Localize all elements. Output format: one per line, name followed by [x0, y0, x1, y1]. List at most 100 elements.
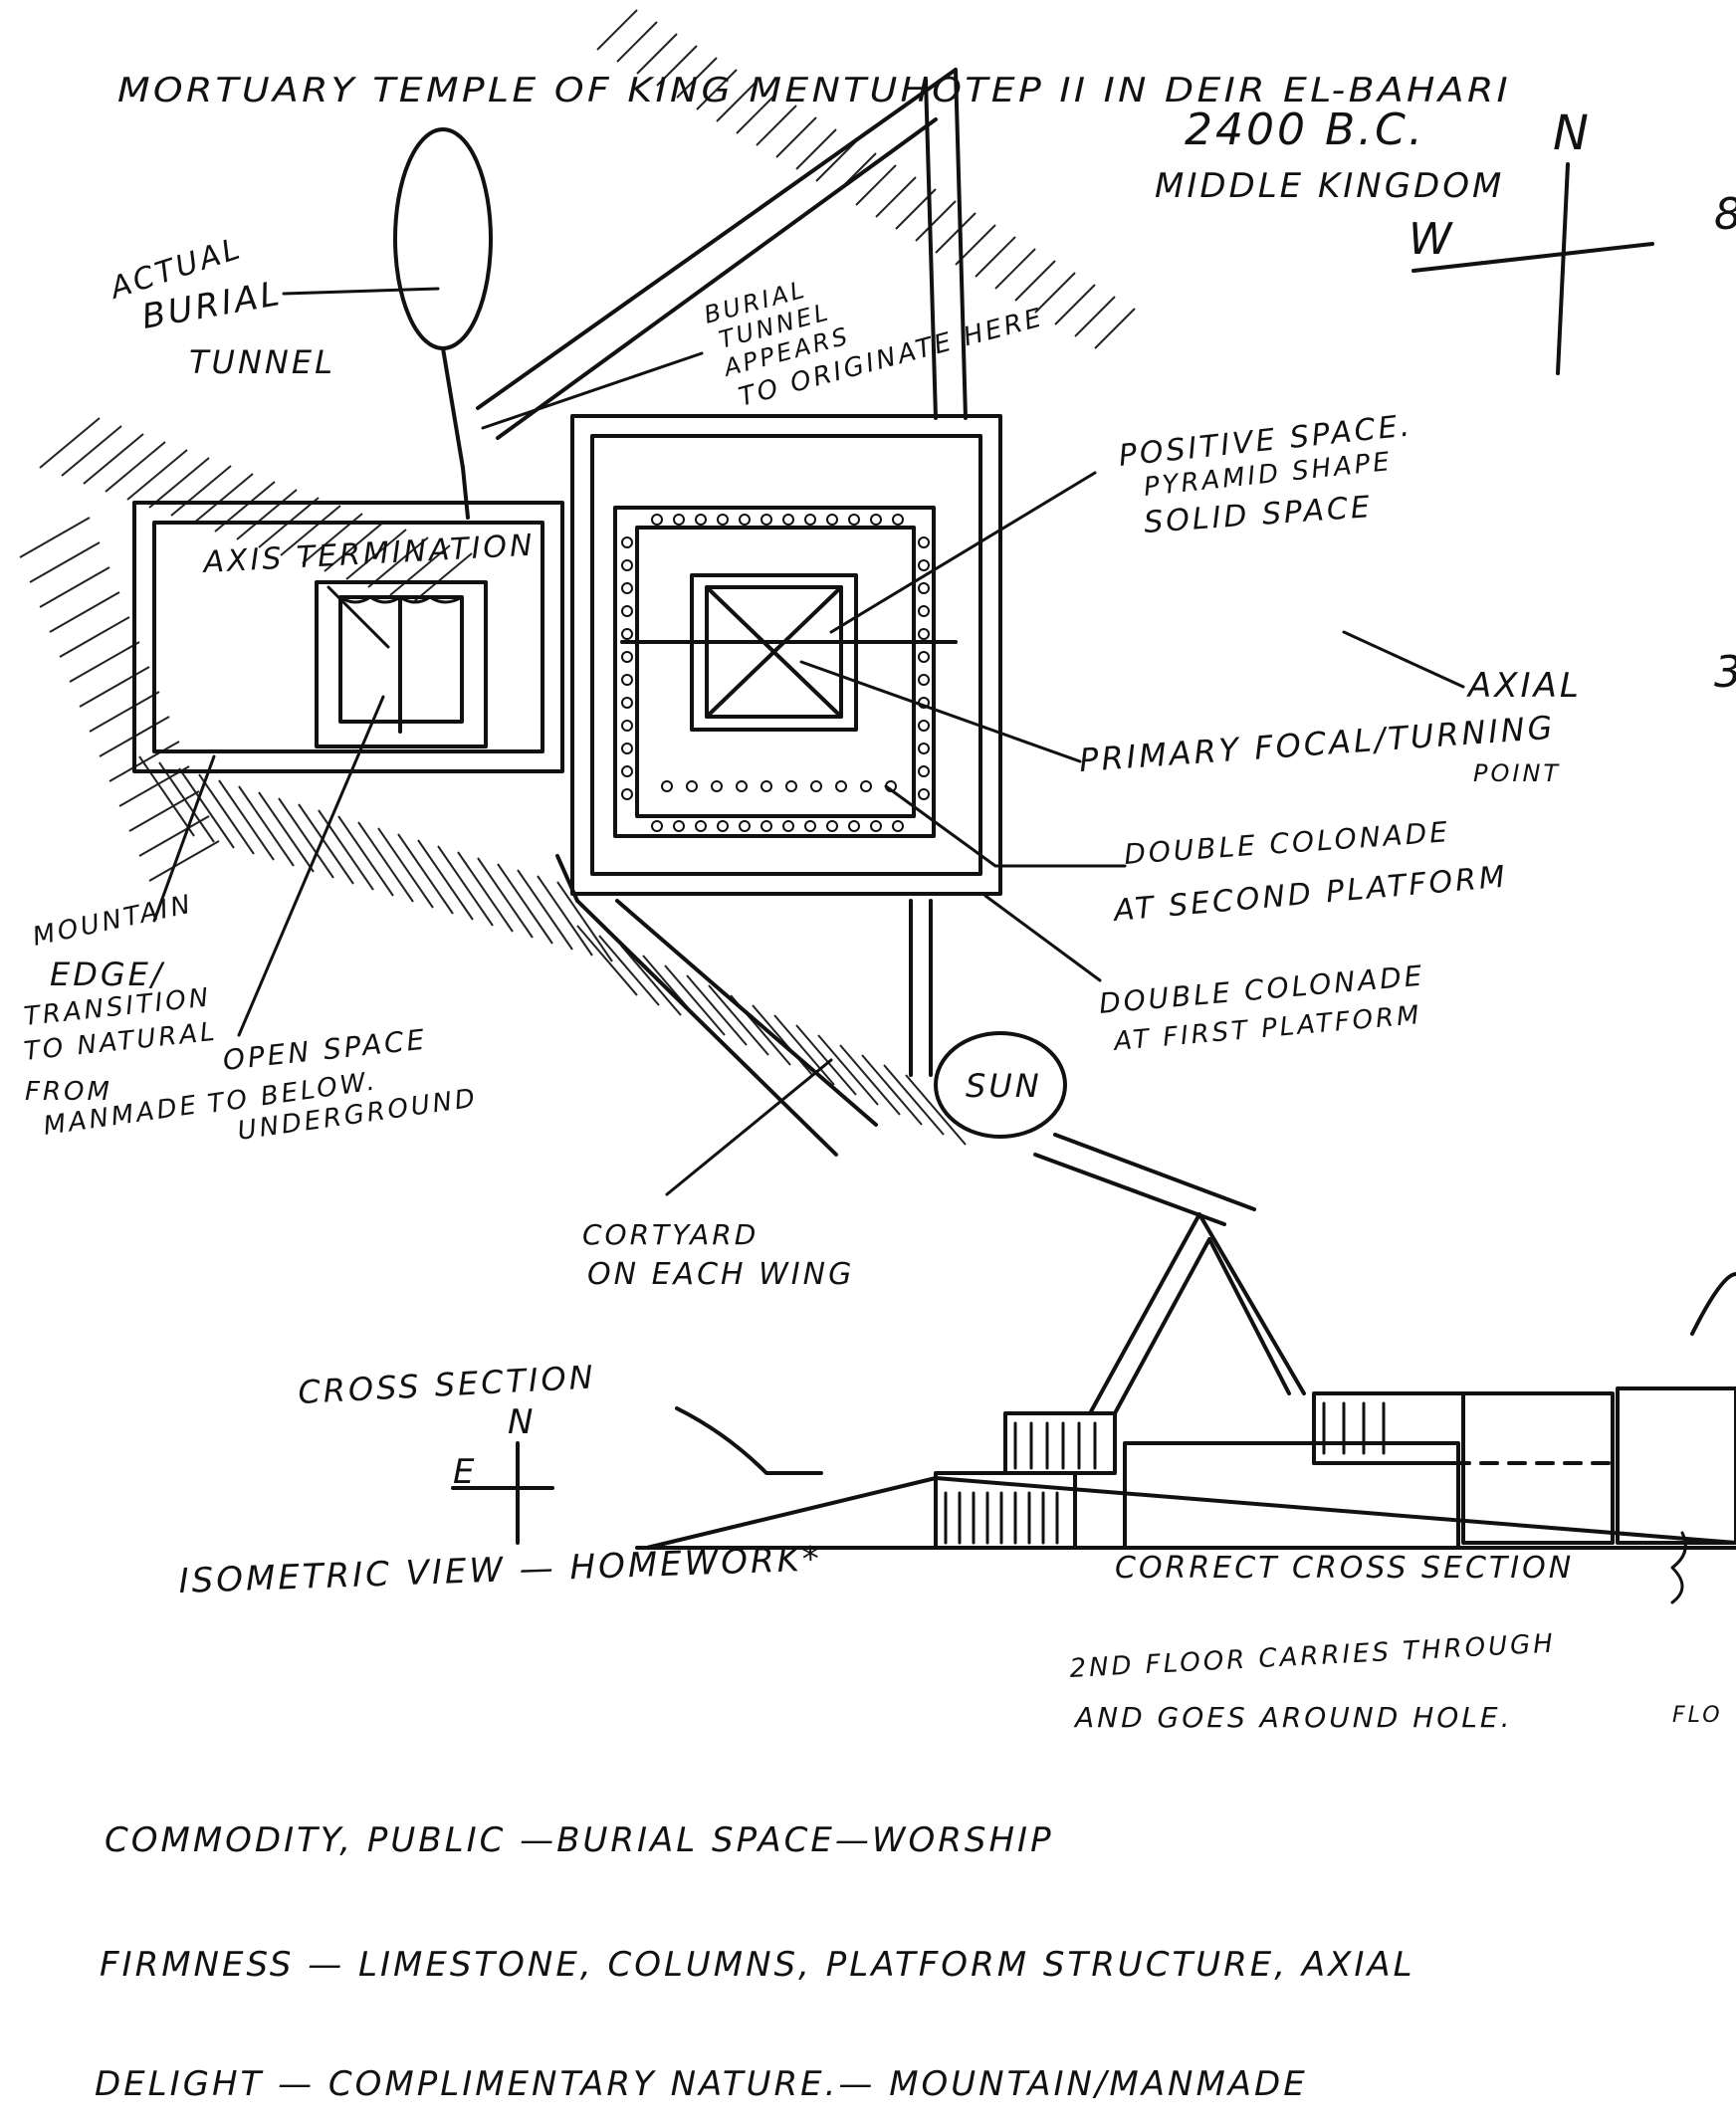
column-dot: [918, 788, 930, 800]
hatch-stroke: [324, 521, 385, 572]
compass-letters: N W N E: [453, 106, 1592, 1492]
column-dot: [621, 720, 633, 732]
hatch-stroke: [517, 869, 573, 951]
column-dot: [826, 820, 838, 832]
compass-main-north: N: [1553, 106, 1592, 161]
label-dc2-2: AT SECOND PLATFORM: [1111, 860, 1509, 930]
hatch-stroke: [238, 785, 295, 867]
hatch-stroke: [367, 536, 429, 588]
column-dot: [918, 743, 930, 754]
title-date: 2400 B.C.: [1185, 105, 1425, 155]
compass-small-north: N: [508, 1402, 536, 1442]
hatch-stroke: [105, 441, 166, 493]
hatch-stroke: [686, 974, 748, 1046]
label-cy-1: CORTYARD: [582, 1218, 759, 1251]
hatch-stroke: [861, 1054, 923, 1126]
column-dot: [621, 765, 633, 777]
column-dot: [848, 820, 860, 832]
hatch-stroke: [775, 116, 817, 158]
hatch-stroke: [975, 236, 1016, 278]
hatch-stroke: [61, 425, 122, 477]
column-dot: [918, 674, 930, 686]
hatch-stroke: [148, 457, 210, 509]
column-dot: [870, 514, 882, 526]
column-dot: [918, 536, 930, 548]
title-kingdom: MIDDLE KINGDOM: [1155, 166, 1504, 206]
mountain-hatching: [19, 9, 1136, 1146]
hatch-stroke: [397, 833, 454, 915]
cross-section-leader: [675, 1406, 823, 1475]
label-me-2: EDGE/: [50, 956, 165, 993]
hatch-stroke: [19, 517, 91, 558]
hatch-stroke: [537, 875, 593, 957]
label-correct-cross-section: CORRECT CROSS SECTION: [1115, 1551, 1574, 1586]
label-tunnel: TUNNEL: [189, 343, 335, 381]
hatch-stroke: [915, 200, 957, 242]
column-dot: [739, 514, 751, 526]
column-dot: [673, 820, 685, 832]
compass-main: [1411, 162, 1654, 375]
column-dot: [621, 697, 633, 709]
rear-hall: [132, 501, 564, 773]
column-dot: [695, 514, 707, 526]
column-dot: [686, 780, 698, 792]
label-primary-focal: PRIMARY FOCAL/TURNING POINT: [1078, 709, 1558, 787]
label-double-colonnade-first: DOUBLE COLONADE AT FIRST PLATFORM: [1098, 958, 1426, 1057]
hatch-stroke: [815, 140, 857, 182]
column-dot: [918, 605, 930, 617]
label-courtyard: CORTYARD ON EACH WING: [582, 1218, 854, 1292]
causeway: [555, 854, 933, 1157]
column-dot: [870, 820, 882, 832]
hatch-stroke: [178, 767, 235, 849]
hatch-stroke: [278, 797, 334, 879]
hatch-stroke: [616, 21, 658, 63]
hatch-stroke: [497, 863, 553, 945]
column-dot: [739, 820, 751, 832]
column-dot: [810, 780, 822, 792]
column-dot: [760, 514, 772, 526]
note-commodity: COMMODITY, PUBLIC —BURIAL SPACE—WORSHIP: [105, 1820, 1054, 1860]
hatch-stroke: [935, 212, 976, 254]
column-dot: [848, 514, 860, 526]
column-dot: [804, 514, 816, 526]
compass-main-west: W: [1409, 214, 1455, 265]
margin-mark-2: 3: [1714, 647, 1736, 698]
column-dot: [760, 820, 772, 832]
margin-mark-1: 8: [1714, 189, 1736, 240]
column-dot: [804, 820, 816, 832]
label-cy-2: ON EACH WING: [587, 1257, 854, 1292]
hatch-stroke: [417, 839, 474, 921]
label-burial-tunnel-origin: BURIAL TUNNEL APPEARS TO ORIGINATE HERE: [701, 275, 1047, 412]
hatch-stroke: [389, 544, 451, 596]
hatch-stroke: [1094, 308, 1136, 349]
leader-lines: [152, 287, 1687, 1604]
hatch-stroke: [377, 827, 434, 909]
column-dot: [621, 651, 633, 663]
label-margin-fragment: FLO: [1672, 1703, 1723, 1728]
column-dot: [711, 780, 723, 792]
hatch-stroke: [676, 57, 718, 99]
hatch-stroke: [318, 809, 374, 891]
hatch-stroke: [437, 845, 494, 927]
upper-ramp: [476, 68, 968, 440]
column-dot: [661, 780, 673, 792]
note-delight: DELIGHT — COMPLIMENTARY NATURE.— MOUNTAI…: [95, 2064, 1308, 2104]
hatch-stroke: [656, 45, 698, 87]
column-dot: [736, 780, 748, 792]
hatch-stroke: [158, 761, 215, 843]
hatch-stroke: [994, 248, 1036, 290]
note-firmness: FIRMNESS — LIMESTONE, COLUMNS, PLATFORM …: [100, 1945, 1415, 1985]
hatch-stroke: [576, 925, 638, 996]
column-dot: [621, 605, 633, 617]
hatch-stroke: [357, 821, 414, 903]
compass-small: [451, 1441, 554, 1545]
column-dot: [918, 765, 930, 777]
column-dot: [717, 820, 729, 832]
hatch-stroke: [708, 984, 769, 1056]
label-mountain-edge: MOUNTAIN EDGE/ TRANSITION TO NATURAL FRO…: [23, 889, 219, 1141]
hatch-stroke: [126, 449, 188, 501]
hatch-stroke: [29, 541, 101, 583]
hatch-stroke: [1014, 260, 1056, 302]
hatch-stroke: [39, 417, 101, 469]
design-notes: COMMODITY, PUBLIC —BURIAL SPACE—WORSHIP …: [95, 1820, 1415, 2104]
